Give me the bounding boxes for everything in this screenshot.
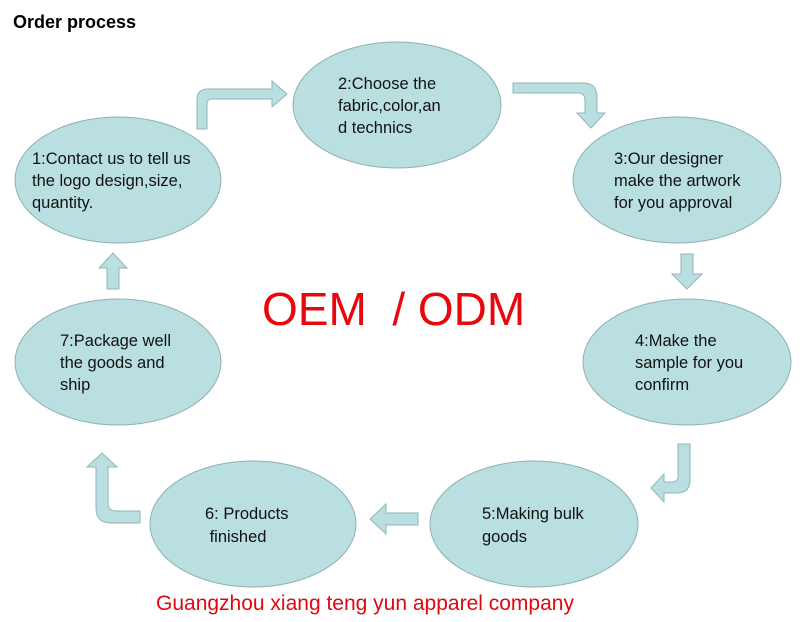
step-ellipse	[429, 460, 639, 588]
step-text-line: 6: Products	[205, 505, 288, 523]
bent-arrow-left-up-icon	[85, 452, 141, 524]
step-text-line: the logo design,size,	[32, 172, 182, 190]
step-text-line: sample for you	[635, 354, 743, 372]
step-text-line: 1:Contact us to tell us	[32, 150, 191, 168]
step-text-line: 5:Making bulk	[482, 505, 585, 523]
step-text-line: fabric,color,an	[338, 97, 441, 115]
step-text-line: quantity.	[32, 194, 93, 212]
step-ellipse	[582, 298, 792, 426]
arrow-left-icon	[369, 502, 419, 536]
step-text-line: for you approval	[614, 194, 732, 212]
step-node-5: 5:Making bulk goods	[429, 460, 639, 588]
page-title: Order process	[13, 12, 137, 32]
company-name: Guangzhou xiang teng yun apparel company	[156, 592, 574, 615]
step-text-line: ship	[60, 376, 90, 394]
step-node-6: 6: Products finished	[149, 460, 357, 588]
svg-text:6: Products finished: 6: Products finished	[205, 505, 288, 546]
step-ellipse	[14, 298, 222, 426]
step-node-1: 1:Contact us to tell us the logo design,s…	[14, 116, 222, 244]
bent-arrow-up-right-icon	[196, 79, 288, 130]
step-text-line: 7:Package well	[60, 332, 171, 350]
step-text-line: goods	[482, 528, 527, 546]
step-text-line: 4:Make the	[635, 332, 717, 350]
step-ellipse	[292, 41, 502, 169]
arrow-up-icon	[97, 252, 129, 290]
step-ellipse	[149, 460, 357, 588]
step-text-line: 3:Our designer	[614, 150, 724, 168]
bent-arrow-right-down-icon	[512, 82, 607, 129]
oem-odm-label: OEM / ODM	[262, 283, 526, 335]
step-node-2: 2:Choose the fabric,color,an d technics	[292, 41, 502, 169]
step-ellipse	[572, 116, 782, 244]
step-text-line: make the artwork	[614, 172, 741, 190]
arrow-down-icon	[670, 253, 704, 290]
step-text-line: confirm	[635, 376, 689, 394]
step-ellipse	[14, 116, 222, 244]
step-text-line: finished	[205, 528, 266, 546]
step-node-3: 3:Our designer make the artwork for you ap…	[572, 116, 782, 244]
bent-arrow-down-left-icon	[650, 443, 691, 504]
step-node-4: 4:Make the sample for you confirm	[582, 298, 792, 426]
step-text-line: the goods and	[60, 354, 165, 372]
step-node-7: 7:Package well the goods and ship	[14, 298, 222, 426]
step-text-line: 2:Choose the	[338, 75, 436, 93]
step-text-line: d technics	[338, 119, 412, 137]
